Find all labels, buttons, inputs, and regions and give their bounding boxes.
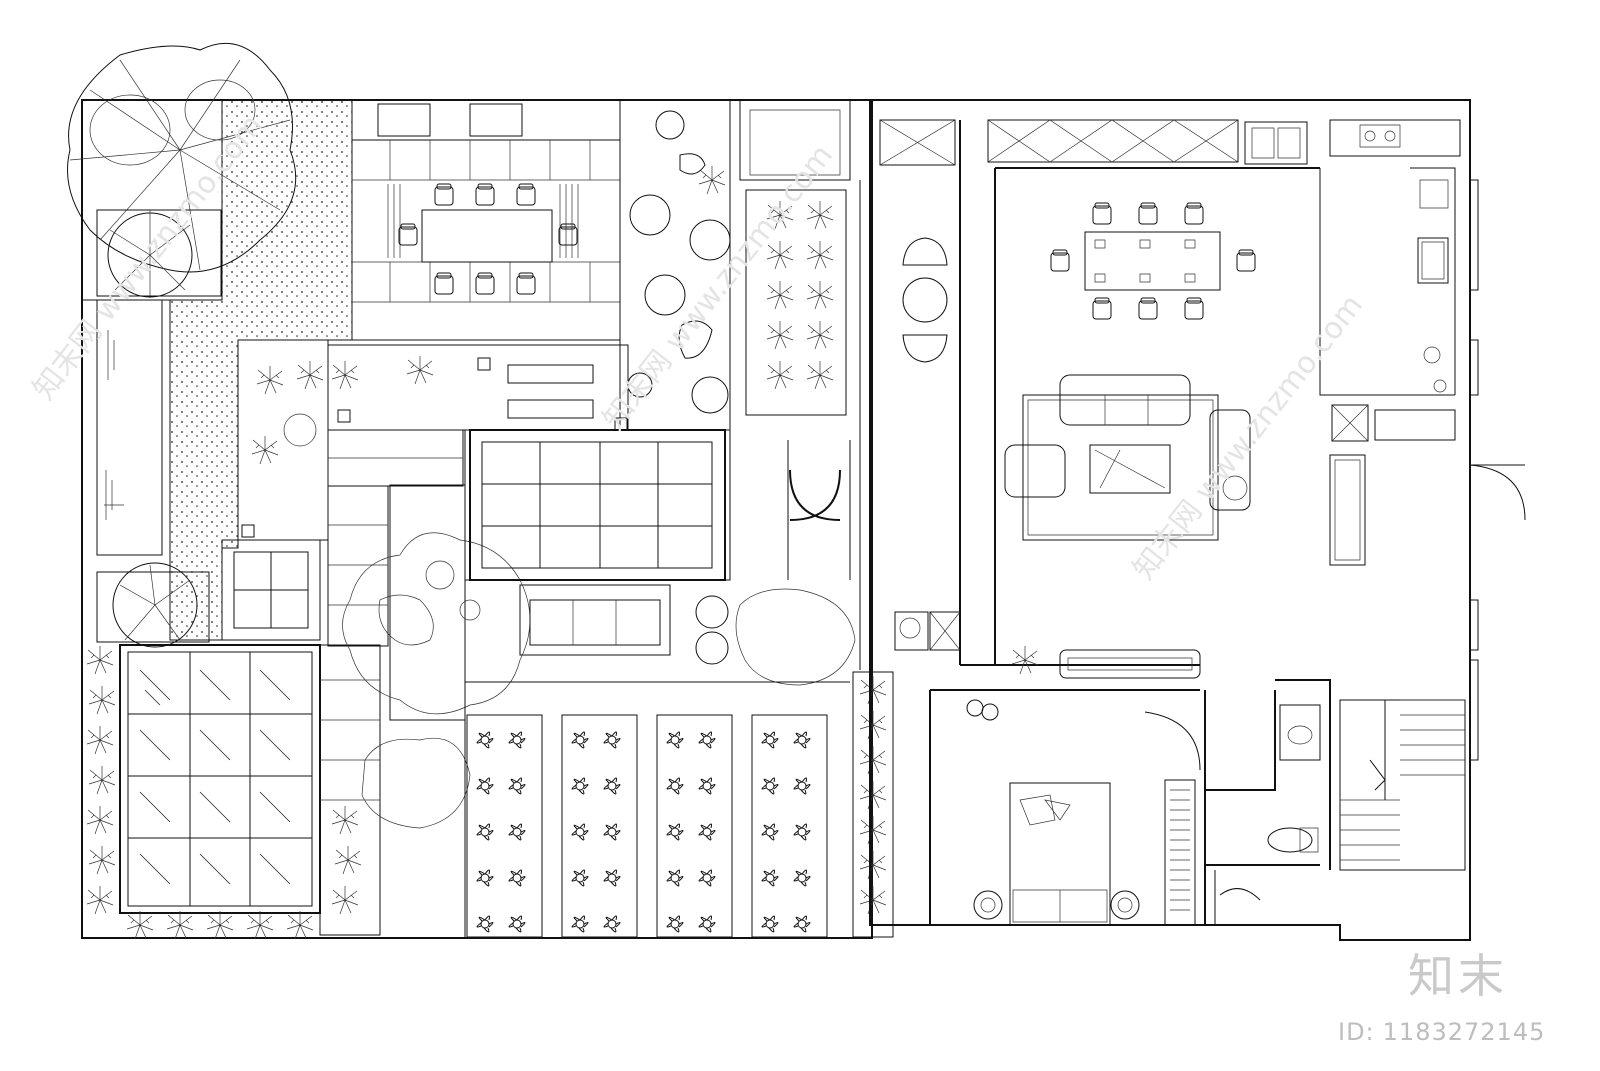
- living-room-set: [1005, 375, 1250, 540]
- flower-plant: [793, 823, 811, 841]
- planter-column: [740, 100, 850, 415]
- flower-plant: [666, 915, 684, 933]
- water-channel: [97, 300, 162, 555]
- outdoor-bench: [530, 600, 660, 645]
- windows-right: [1470, 180, 1478, 760]
- flower-plant: [666, 869, 684, 887]
- flower-plant: [698, 869, 716, 887]
- palm-tree: [108, 210, 192, 298]
- watermark-logo: 知末: [1408, 949, 1508, 1003]
- flower-plant: [793, 731, 811, 749]
- flower-plant: [761, 777, 779, 795]
- staircase: [1340, 700, 1465, 870]
- flower-plant: [571, 777, 589, 795]
- flower-plant: [508, 869, 526, 887]
- flower-plant: [603, 731, 621, 749]
- plant-patch: [242, 355, 627, 537]
- flower-plant: [761, 869, 779, 887]
- flower-plants: [476, 731, 811, 933]
- flower-plant: [761, 823, 779, 841]
- cabinet-run: [988, 120, 1307, 164]
- flower-plant: [698, 777, 716, 795]
- flower-plant: [666, 823, 684, 841]
- bathroom: [1205, 680, 1330, 925]
- outdoor-dining-deck: [352, 100, 620, 340]
- flower-plant: [571, 869, 589, 887]
- flower-plant: [666, 731, 684, 749]
- stipple-paving: [82, 100, 730, 720]
- flower-plant: [476, 823, 494, 841]
- lounge-chairs: [788, 238, 947, 580]
- flower-plant: [603, 915, 621, 933]
- house-walls: [850, 100, 1470, 940]
- watermark-id-label: ID:: [1338, 1018, 1375, 1046]
- watermark-id: ID:1183272145: [1338, 1018, 1545, 1046]
- flower-plant: [571, 915, 589, 933]
- tree-canopy-large: [68, 43, 296, 272]
- flower-plant: [761, 915, 779, 933]
- round-shrubs: [696, 589, 855, 685]
- pergola-grid: [470, 430, 725, 580]
- entry-door: [1470, 465, 1525, 520]
- flower-plant: [476, 869, 494, 887]
- flower-plant: [698, 731, 716, 749]
- kitchen: [1320, 120, 1460, 565]
- flower-plant: [793, 869, 811, 887]
- shrub-bed: [620, 100, 730, 430]
- flower-plant: [603, 823, 621, 841]
- flower-plant: [698, 915, 716, 933]
- flower-plant: [508, 915, 526, 933]
- flower-plant: [476, 777, 494, 795]
- flower-plant: [666, 777, 684, 795]
- stepping-deck: [320, 430, 463, 935]
- watermark-id-value: 1183272145: [1382, 1018, 1546, 1046]
- flower-plant: [508, 823, 526, 841]
- dining-table: [1050, 202, 1256, 320]
- flower-plant: [476, 731, 494, 749]
- flower-plant: [476, 915, 494, 933]
- flower-plant: [603, 777, 621, 795]
- flower-plant: [571, 823, 589, 841]
- paving-tiles-small: [222, 540, 320, 640]
- tree-canopy-center: [343, 533, 531, 714]
- flower-beds: [465, 682, 850, 938]
- flower-plant: [793, 915, 811, 933]
- flower-plant: [508, 777, 526, 795]
- flower-plant: [508, 731, 526, 749]
- flower-plant: [698, 823, 716, 841]
- flower-plant: [603, 869, 621, 887]
- tree-small: [97, 563, 209, 647]
- flower-plant: [793, 777, 811, 795]
- glass-roof-grid: [120, 645, 320, 913]
- utility-boxes: [895, 612, 960, 650]
- flower-plant: [761, 731, 779, 749]
- shrub-cluster: [362, 738, 470, 828]
- fern-strip: [853, 672, 893, 937]
- tv-console: [1011, 645, 1200, 678]
- bedroom: [930, 690, 1200, 925]
- flower-plant: [571, 731, 589, 749]
- planter-box: [97, 210, 221, 296]
